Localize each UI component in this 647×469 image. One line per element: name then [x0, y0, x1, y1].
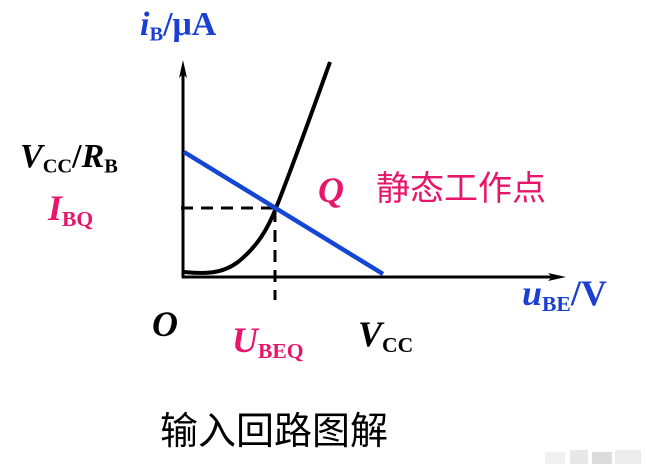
- q-point-description: 静态工作点: [376, 169, 546, 209]
- input-characteristic-curve: [183, 61, 332, 275]
- y-axis-arrow-icon: [179, 60, 187, 78]
- ibq-label: IBQ: [48, 188, 94, 232]
- x-axis-arrow-icon: [548, 273, 566, 281]
- x-axis-label: uBE/V: [522, 273, 607, 317]
- vcc-over-rb-label: VCC/RB: [20, 138, 118, 178]
- load-line: [182, 150, 385, 276]
- caption: 输入回路图解: [160, 409, 389, 453]
- y-axis-label: iB/μA: [140, 6, 217, 46]
- origin-label: O: [152, 304, 178, 344]
- vcc-label: VCC: [358, 314, 414, 358]
- ubeq-label: UBEQ: [232, 320, 304, 364]
- q-point-label: Q: [318, 170, 344, 210]
